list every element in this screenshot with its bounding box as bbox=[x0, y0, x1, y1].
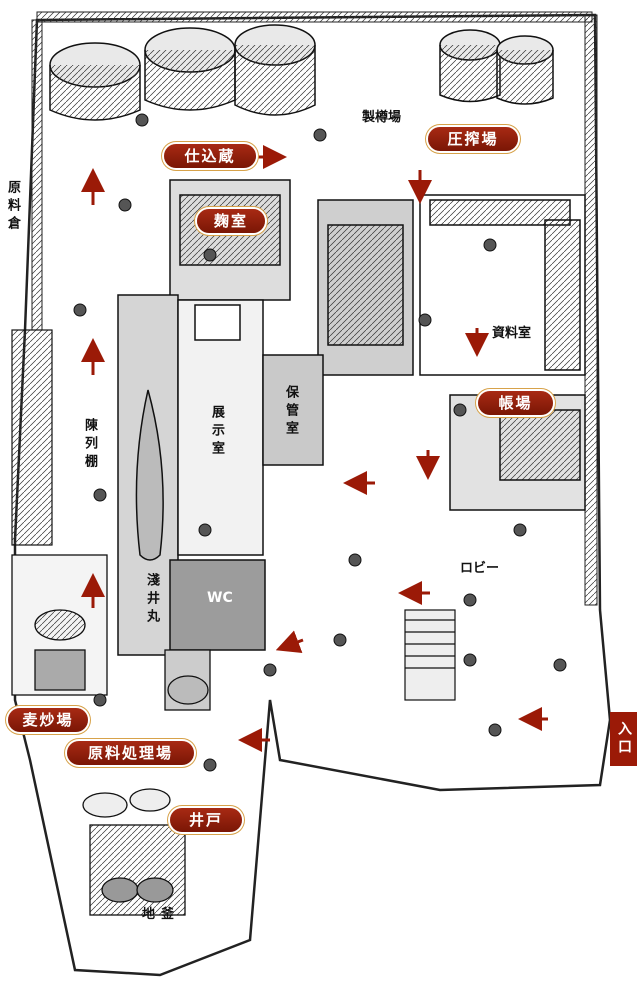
label-chinretsu: 陳列棚 bbox=[82, 418, 97, 472]
storage-room bbox=[262, 354, 324, 466]
well-area bbox=[82, 649, 211, 818]
archive-room-building bbox=[419, 194, 586, 376]
brewing-vats bbox=[49, 24, 554, 121]
label-shikomi: 仕込蔵 bbox=[164, 144, 256, 168]
label-choba: 帳場 bbox=[478, 391, 553, 415]
label-seitaru: 製樽場 bbox=[362, 110, 402, 125]
arrow-icon bbox=[275, 630, 304, 654]
wall-left-strip bbox=[31, 19, 43, 331]
koji-room bbox=[169, 179, 291, 301]
people-figures bbox=[73, 113, 567, 772]
wall-top-strip bbox=[36, 11, 593, 23]
label-genryo-gura: 原料倉 bbox=[5, 180, 20, 234]
wall-right-strip bbox=[584, 14, 598, 606]
label-hokan: 保管室 bbox=[283, 385, 298, 439]
route-arrows bbox=[81, 145, 548, 752]
label-koji: 麹室 bbox=[197, 209, 265, 233]
label-asaimaru: 淺井丸 bbox=[144, 573, 159, 627]
label-wc: WC bbox=[207, 590, 233, 606]
label-shiryo: 資料室 bbox=[492, 326, 532, 341]
label-ido: 井戸 bbox=[170, 808, 242, 832]
label-tenji: 展示室 bbox=[209, 405, 224, 459]
wc-block bbox=[169, 559, 266, 651]
exhibition-hall bbox=[117, 294, 264, 656]
label-lobby: ロビー bbox=[460, 561, 500, 576]
label-jigama: 地釜 bbox=[142, 907, 181, 922]
label-mugi: 麦炒場 bbox=[8, 708, 88, 732]
lobby-stairs bbox=[404, 609, 456, 701]
label-genryo-shori: 原料処理場 bbox=[67, 741, 194, 765]
kiln bbox=[89, 824, 186, 916]
barrel-room bbox=[317, 199, 414, 376]
display-shelf bbox=[11, 329, 53, 546]
entrance-sign: 入口 bbox=[610, 712, 637, 766]
roasting-area bbox=[11, 554, 108, 696]
label-assaku: 圧搾場 bbox=[428, 127, 518, 151]
